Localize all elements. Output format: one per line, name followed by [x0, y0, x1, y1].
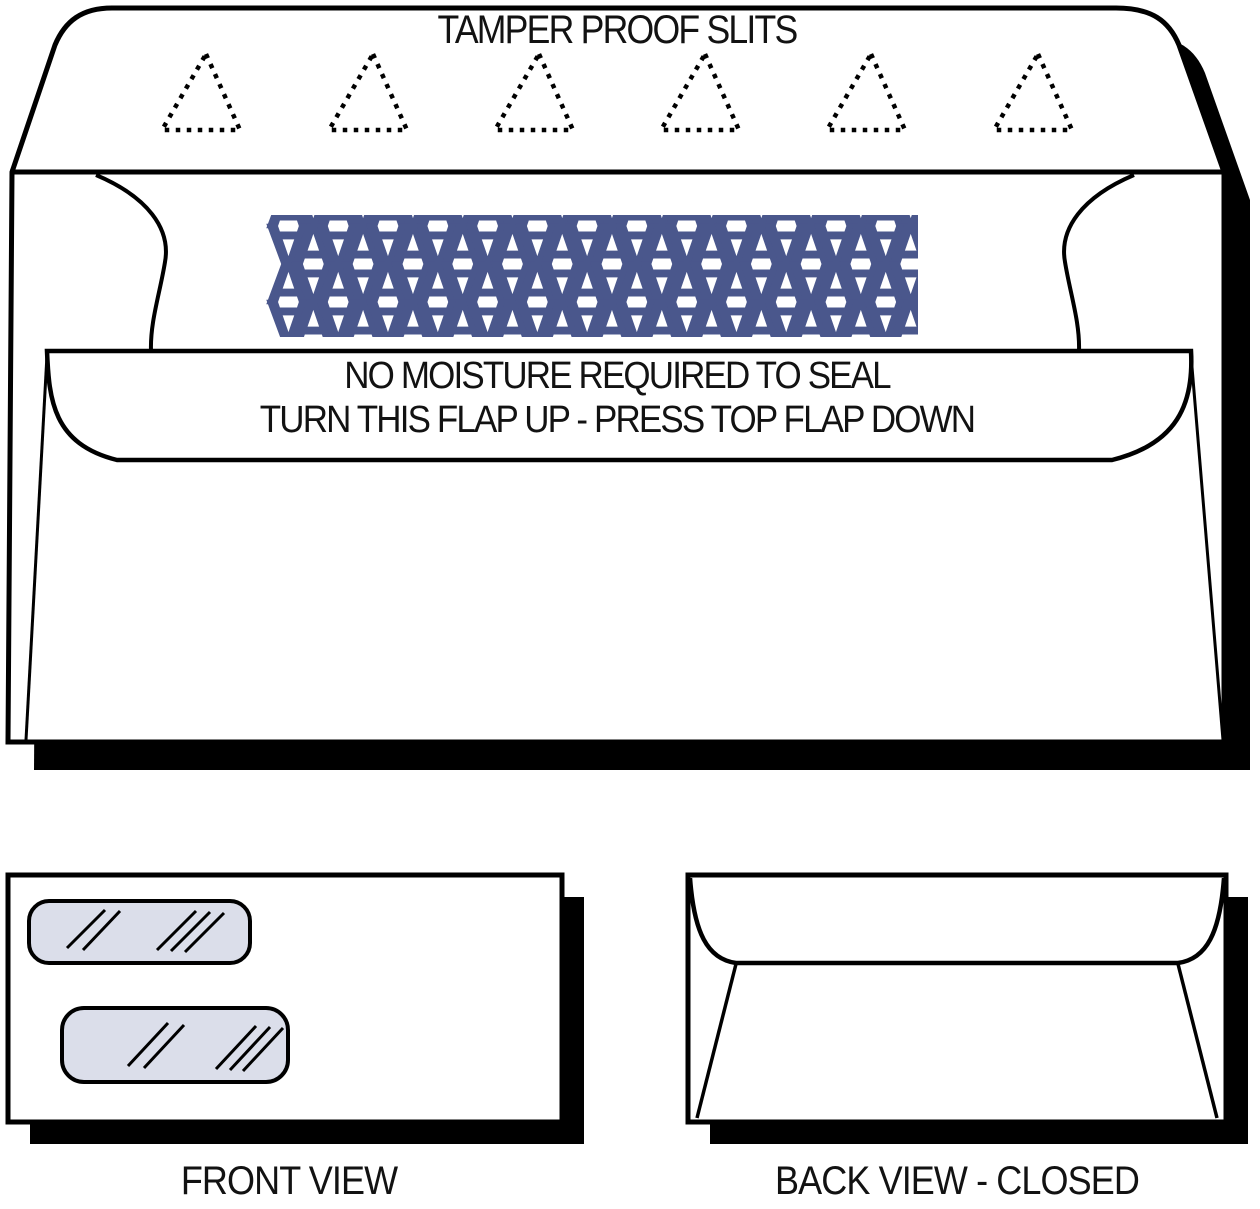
- open-back-envelope: [5, 5, 1250, 770]
- right-side-flap-curve: [1062, 173, 1135, 352]
- back-view-outline: [685, 872, 1229, 1125]
- front-view-envelope: [5, 872, 584, 1144]
- front-view-label: FRONT VIEW: [180, 1159, 398, 1203]
- back-view-envelope: [685, 872, 1248, 1144]
- closed-left-seam: [695, 963, 738, 1119]
- pattern-row: ∀A∀A∀A∀A∀A∀A∀A∀A∀A∀A∀A∀A∀A∀A∀A∀A∀A∀A∀A∀A…: [266, 288, 918, 337]
- security-tint-pattern: A∀A∀A∀A∀A∀A∀A∀A∀A∀A∀A∀A∀A∀A∀A∀A∀A∀A∀A∀A∀…: [266, 215, 918, 337]
- seal-instructions-line1: NO MOISTURE REQUIRED TO SEAL: [344, 355, 891, 397]
- left-side-flap-curve: [95, 173, 168, 352]
- lower-window: [60, 1006, 290, 1084]
- tamper-slit-triangle: [657, 49, 743, 133]
- tamper-slit-triangles: [158, 49, 1076, 133]
- right-seam-line: [1189, 354, 1225, 741]
- upper-window: [27, 899, 252, 965]
- tamper-slit-triangle: [158, 49, 244, 133]
- lower-window-glare-lines: [126, 1021, 285, 1073]
- seal-instruction-flap: [44, 348, 1194, 463]
- upper-window-glare-lines: [65, 908, 226, 954]
- tamper-slit-triangle: [325, 49, 411, 133]
- diagram-title: TAMPER PROOF SLITS: [437, 8, 799, 52]
- tamper-slit-triangle: [990, 49, 1076, 133]
- tamper-slit-triangle: [823, 49, 909, 133]
- back-view-label: BACK VIEW - CLOSED: [775, 1159, 1140, 1203]
- tamper-slit-triangle: [491, 49, 577, 133]
- closed-top-flap-edge: [687, 877, 1227, 966]
- seal-instructions-line2: TURN THIS FLAP UP - PRESS TOP FLAP DOWN: [259, 399, 976, 441]
- left-seam-line: [24, 354, 49, 741]
- seal-instructions: NO MOISTURE REQUIRED TO SEAL TURN THIS F…: [49, 354, 1184, 442]
- closed-right-seam: [1176, 963, 1219, 1119]
